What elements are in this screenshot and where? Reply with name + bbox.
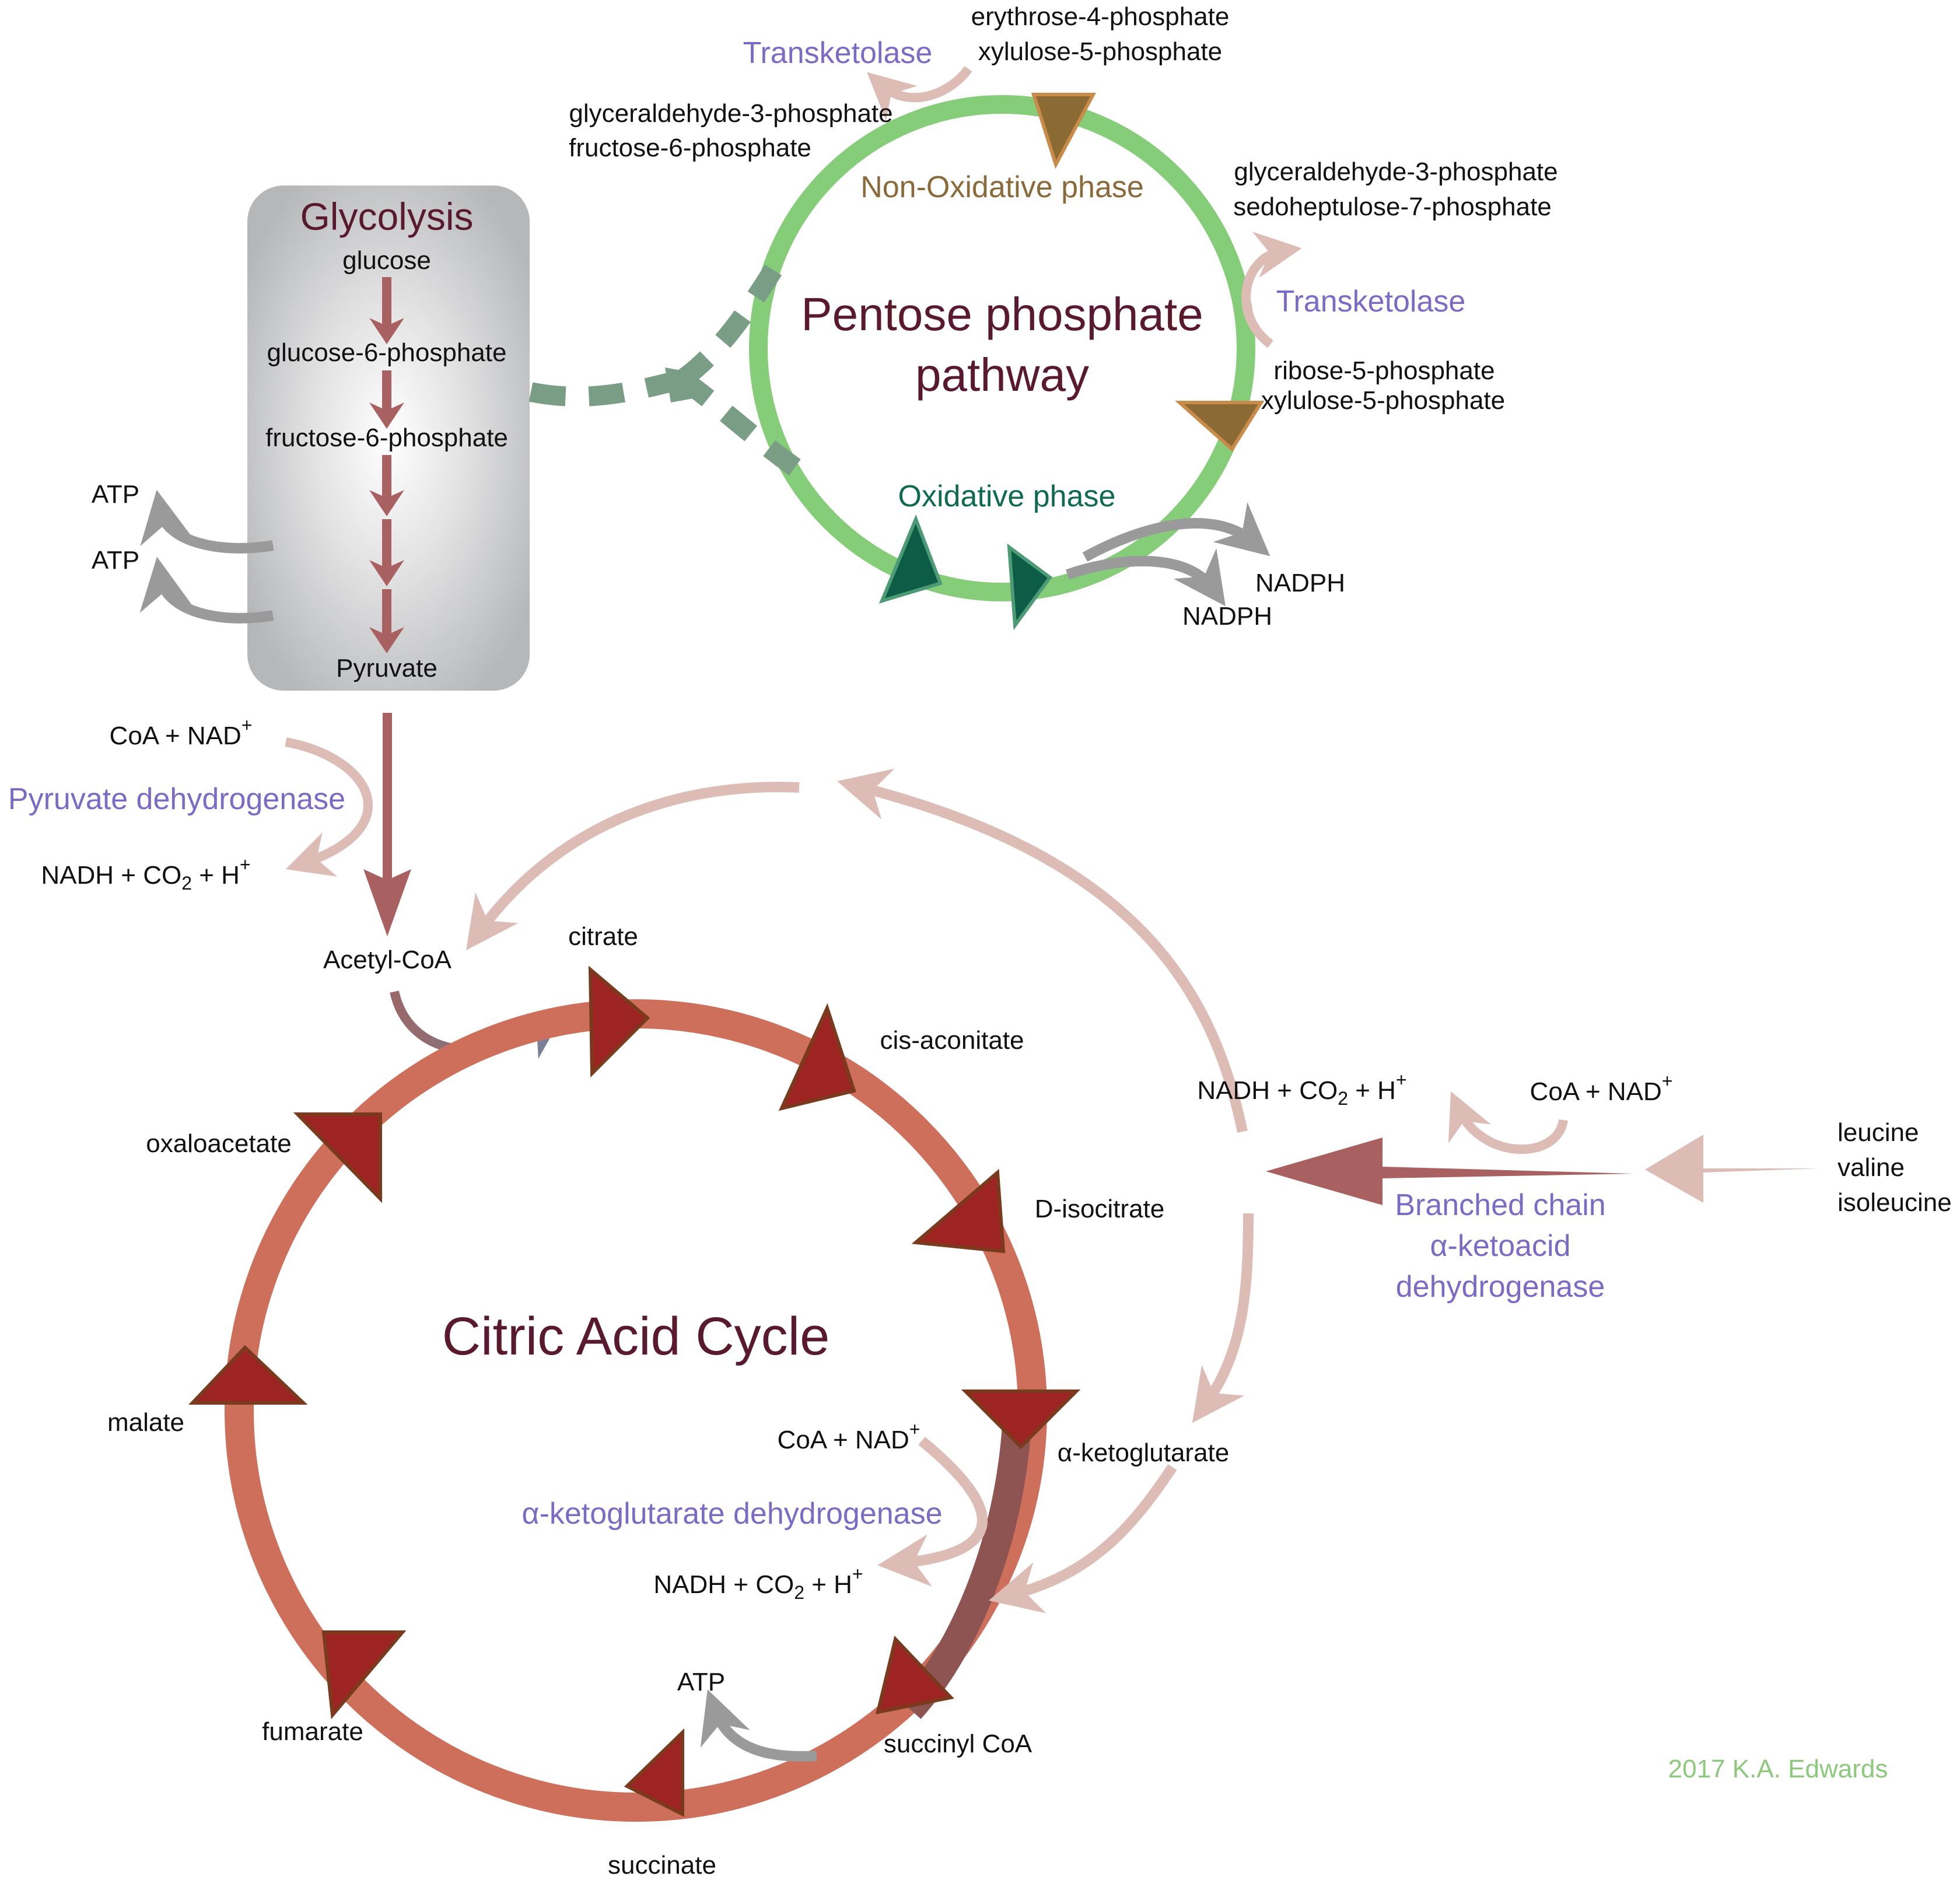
citrate-label: citrate	[568, 922, 638, 951]
xylulose-5-phosphate-bottom-label: xylulose-5-phosphate	[1261, 386, 1505, 415]
glycolysis-arrows	[369, 277, 404, 653]
glycolysis-atp-1: ATP	[92, 480, 139, 509]
tca-atp-arrow	[700, 1689, 817, 1762]
fructose-6-phosphate-left-label: fructose-6-phosphate	[569, 134, 811, 162]
akg-side-arrow	[989, 1464, 1177, 1614]
akgdh-side-arrow	[877, 1437, 988, 1587]
nadph-arrow-1	[1082, 502, 1270, 562]
triangle-akg	[961, 1390, 1081, 1450]
ppp-title-line1: Pentose phosphate	[801, 288, 1203, 340]
pyruvate-dehydrogenase-panel: CoA + NAD+ Pyruvate dehydrogenase NADH +…	[8, 713, 564, 1059]
tca-atp-label: ATP	[677, 1668, 725, 1696]
glycolysis-box	[247, 186, 530, 691]
glycolysis-arrow-1	[369, 277, 404, 344]
triangle-isocitrate	[911, 1168, 1006, 1254]
triangle-malate	[188, 1345, 308, 1405]
recycle-arrow-to-citrate	[466, 782, 800, 951]
akgdh-input-label: CoA + NAD+	[778, 1419, 921, 1454]
pdh-input-label: CoA + NAD+	[110, 715, 253, 750]
bcka-arrow-up	[837, 768, 1248, 1133]
non-oxidative-phase-label: Non-Oxidative phase	[860, 170, 1144, 204]
transketolase-top-label: Transketolase	[743, 36, 933, 70]
bcka-side-arrow	[1448, 1091, 1568, 1154]
glucose-label: glucose	[342, 246, 431, 275]
ppp-title-line2: pathway	[915, 349, 1089, 401]
nadph-label-2: NADPH	[1182, 602, 1272, 631]
glycolysis-arrow-5	[369, 589, 404, 653]
pentose-phosphate-panel: Pentose phosphate pathway Non-Oxidative …	[528, 2, 1558, 631]
glyceraldehyde-3-phosphate-left-label: glyceraldehyde-3-phosphate	[569, 99, 892, 128]
triangle-cis-aconitate	[778, 1003, 856, 1111]
oxidative-phase-label: Oxidative phase	[898, 480, 1116, 513]
pyruvate-to-acetylcoa-arrow	[363, 713, 411, 936]
pdh-output-label: NADH + CO2 + H+	[41, 854, 250, 894]
transketolase-top-arrow	[867, 66, 972, 121]
ppp-ring	[749, 95, 1255, 601]
glycolysis-panel: Glycolysis glucose glucose-6-phosphate f…	[92, 186, 530, 691]
akgdh-enzyme-label: α-ketoglutarate dehydrogenase	[522, 1497, 943, 1531]
oxidative-triangle-1	[878, 514, 943, 604]
bcka-input-label: CoA + NAD+	[1530, 1070, 1673, 1106]
triangle-succinate	[624, 1728, 684, 1817]
succinate-label: succinate	[608, 1851, 716, 1880]
valine-label: valine	[1838, 1153, 1905, 1182]
nadph-arrow-2	[1065, 548, 1226, 607]
oxidative-triangle-2	[1007, 543, 1053, 631]
atp-arrow-1	[140, 489, 274, 554]
glycolysis-title: Glycolysis	[300, 195, 473, 238]
pyruvate-dehydrogenase-label: Pyruvate dehydrogenase	[8, 782, 345, 816]
bcka-enzyme-line2: α-ketoacid	[1430, 1229, 1570, 1263]
glycolysis-arrow-4	[369, 519, 404, 586]
triangle-oxaloacetate	[293, 1112, 382, 1203]
pyruvate-label: Pyruvate	[336, 654, 438, 682]
branched-chain-panel: NADH + CO2 + H+ CoA + NAD+ Branched chai…	[1197, 1069, 1951, 1304]
isoleucine-label: isoleucine	[1838, 1188, 1952, 1217]
cis-aconitate-label: cis-aconitate	[880, 1026, 1024, 1055]
triangle-citrate	[588, 965, 650, 1078]
sedoheptulose-7-phosphate-label: sedoheptulose-7-phosphate	[1233, 192, 1552, 221]
glycolysis-arrow-3	[369, 455, 404, 516]
akgdh-output-label: NADH + CO2 + H+	[653, 1563, 863, 1603]
ribose-5-phosphate-label: ribose-5-phosphate	[1273, 356, 1494, 385]
erythrose-4-phosphate-label: erythrose-4-phosphate	[971, 2, 1230, 31]
fumarate-label: fumarate	[262, 1717, 363, 1746]
transketolase-right-arrow	[1241, 232, 1302, 348]
credit-label: 2017 K.A. Edwards	[1668, 1755, 1888, 1783]
tca-triangles	[188, 965, 1081, 1817]
glycolysis-arrow-2	[369, 370, 404, 429]
bcka-output-label: NADH + CO2 + H+	[1197, 1069, 1406, 1109]
succinyl-coa-label: succinyl CoA	[884, 1730, 1032, 1758]
triangle-succinyl-coa	[875, 1635, 954, 1714]
bcka-enzyme-line3: dehydrogenase	[1396, 1270, 1605, 1304]
bcka-arrow-down	[1192, 1213, 1254, 1423]
nadph-label-1: NADPH	[1255, 569, 1345, 597]
acetyl-coa-label: Acetyl-CoA	[323, 946, 452, 974]
bcka-main-arrow	[1266, 1138, 1633, 1205]
non-oxidative-triangle-top	[1031, 93, 1096, 169]
transketolase-right-label: Transketolase	[1276, 285, 1466, 318]
bcka-enzyme-line1: Branched chain	[1395, 1188, 1605, 1222]
xylulose-5-phosphate-top-label: xylulose-5-phosphate	[978, 37, 1222, 66]
pdh-side-arrow	[285, 737, 373, 877]
tca-title: Citric Acid Cycle	[442, 1307, 830, 1366]
glycolysis-atp-2: ATP	[92, 546, 139, 575]
amino-acid-input-arrow	[1645, 1135, 1820, 1203]
triangle-fumarate	[321, 1630, 407, 1720]
oxaloacetate-label: oxaloacetate	[146, 1129, 292, 1158]
isocitrate-label: D-isocitrate	[1035, 1195, 1165, 1223]
akg-label: α-ketoglutarate	[1058, 1438, 1230, 1467]
citric-acid-cycle-panel: Citric Acid Cycle citrate cis-aconitate …	[107, 768, 1254, 1880]
glyceraldehyde-3-phosphate-right-label: glyceraldehyde-3-phosphate	[1234, 158, 1558, 186]
non-oxidative-triangle-right	[1175, 401, 1265, 452]
malate-label: malate	[107, 1408, 184, 1437]
leucine-label: leucine	[1838, 1118, 1919, 1147]
glycolysis-atp-arrows	[139, 489, 274, 624]
ppp-connector-node	[665, 368, 703, 402]
atp-arrow-2	[139, 556, 274, 624]
